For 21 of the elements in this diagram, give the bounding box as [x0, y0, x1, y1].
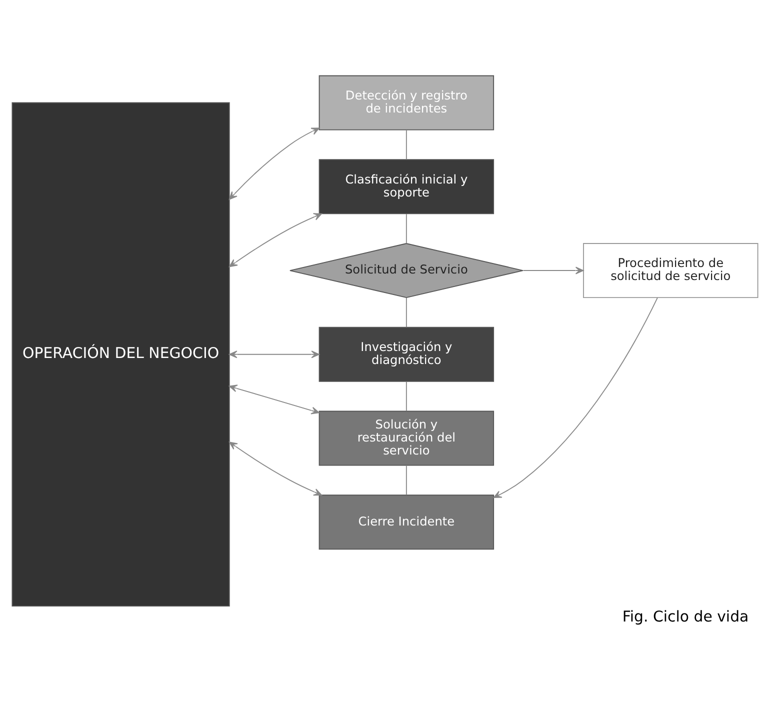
node-box: Procedimiento de solicitud de servicio — [583, 243, 758, 298]
connector — [406, 214, 407, 244]
connector — [406, 465, 407, 496]
node-box: Investigación y diagnóstico — [318, 326, 494, 382]
caption: Fig. Ciclo de vida — [622, 608, 749, 626]
arrow — [228, 350, 320, 358]
node-box: Cierre Incidente — [318, 494, 494, 550]
arrow — [522, 266, 584, 274]
node-box: Detección y registro de incidentes — [318, 75, 494, 130]
arrow — [228, 128, 320, 200]
arrow — [493, 297, 658, 498]
node-box: Solución y restauración del servicio — [318, 410, 494, 466]
node-box: Clasficación inicial y soporte — [318, 159, 494, 214]
connector — [406, 298, 407, 328]
connector — [406, 381, 407, 412]
connector — [406, 130, 407, 160]
arrow — [229, 442, 322, 496]
arrow — [229, 213, 322, 268]
arrow — [228, 384, 320, 414]
node-box: OPERACIÓN DEL NEGOCIO — [12, 102, 230, 606]
node-diamond: Solicitud de Servicio — [290, 243, 524, 298]
